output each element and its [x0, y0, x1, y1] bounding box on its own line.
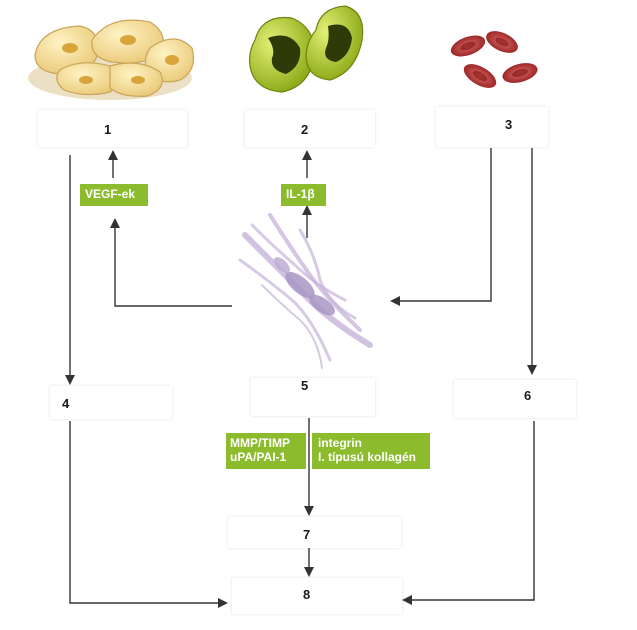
mmp-upa-tag: MMP/TIMP uPA/PAI-1: [226, 433, 306, 469]
label-box-5: [251, 378, 375, 416]
label-number-8: 8: [303, 587, 311, 602]
label-box-7: [228, 517, 401, 548]
arrow-3-to-fibroblast: [390, 148, 492, 306]
macrophage-cells-icon: [248, 5, 364, 93]
label-box-2: [245, 110, 375, 147]
label-box-4: [50, 386, 172, 419]
label-box-8: [232, 578, 402, 614]
arrow-fibroblast-to-vegf: [110, 218, 232, 307]
label-number-7: 7: [303, 527, 311, 542]
label-number-4: 4: [62, 396, 70, 411]
il1b-tag: IL-1β: [281, 184, 326, 206]
label-box-6: [454, 380, 576, 418]
red-blood-cells-icon: [450, 31, 538, 88]
collagen-text: I. típusú kollagén: [318, 450, 417, 464]
label-number-6: 6: [524, 388, 532, 403]
vegf-tag: VEGF-ek: [80, 184, 148, 206]
arrow-6-to-8: [402, 421, 535, 605]
label-number-3: 3: [505, 117, 513, 132]
label-box-1: [38, 110, 187, 147]
fibroblast-cells-icon: [238, 213, 373, 369]
arrows: [65, 148, 537, 608]
label-number-5: 5: [301, 378, 309, 393]
integrin-collagen-tag: integrin I. típusú kollagén: [312, 433, 430, 469]
integrin-text: integrin: [318, 436, 362, 450]
arrow-4-to-8: [69, 421, 228, 608]
upa-pai-text: uPA/PAI-1: [230, 450, 287, 464]
label-number-1: 1: [104, 122, 112, 137]
mmp-timp-text: MMP/TIMP: [230, 436, 290, 450]
label-number-2: 2: [301, 122, 309, 137]
label-box-3: [436, 107, 548, 147]
epithelial-cells-icon: [28, 19, 195, 100]
